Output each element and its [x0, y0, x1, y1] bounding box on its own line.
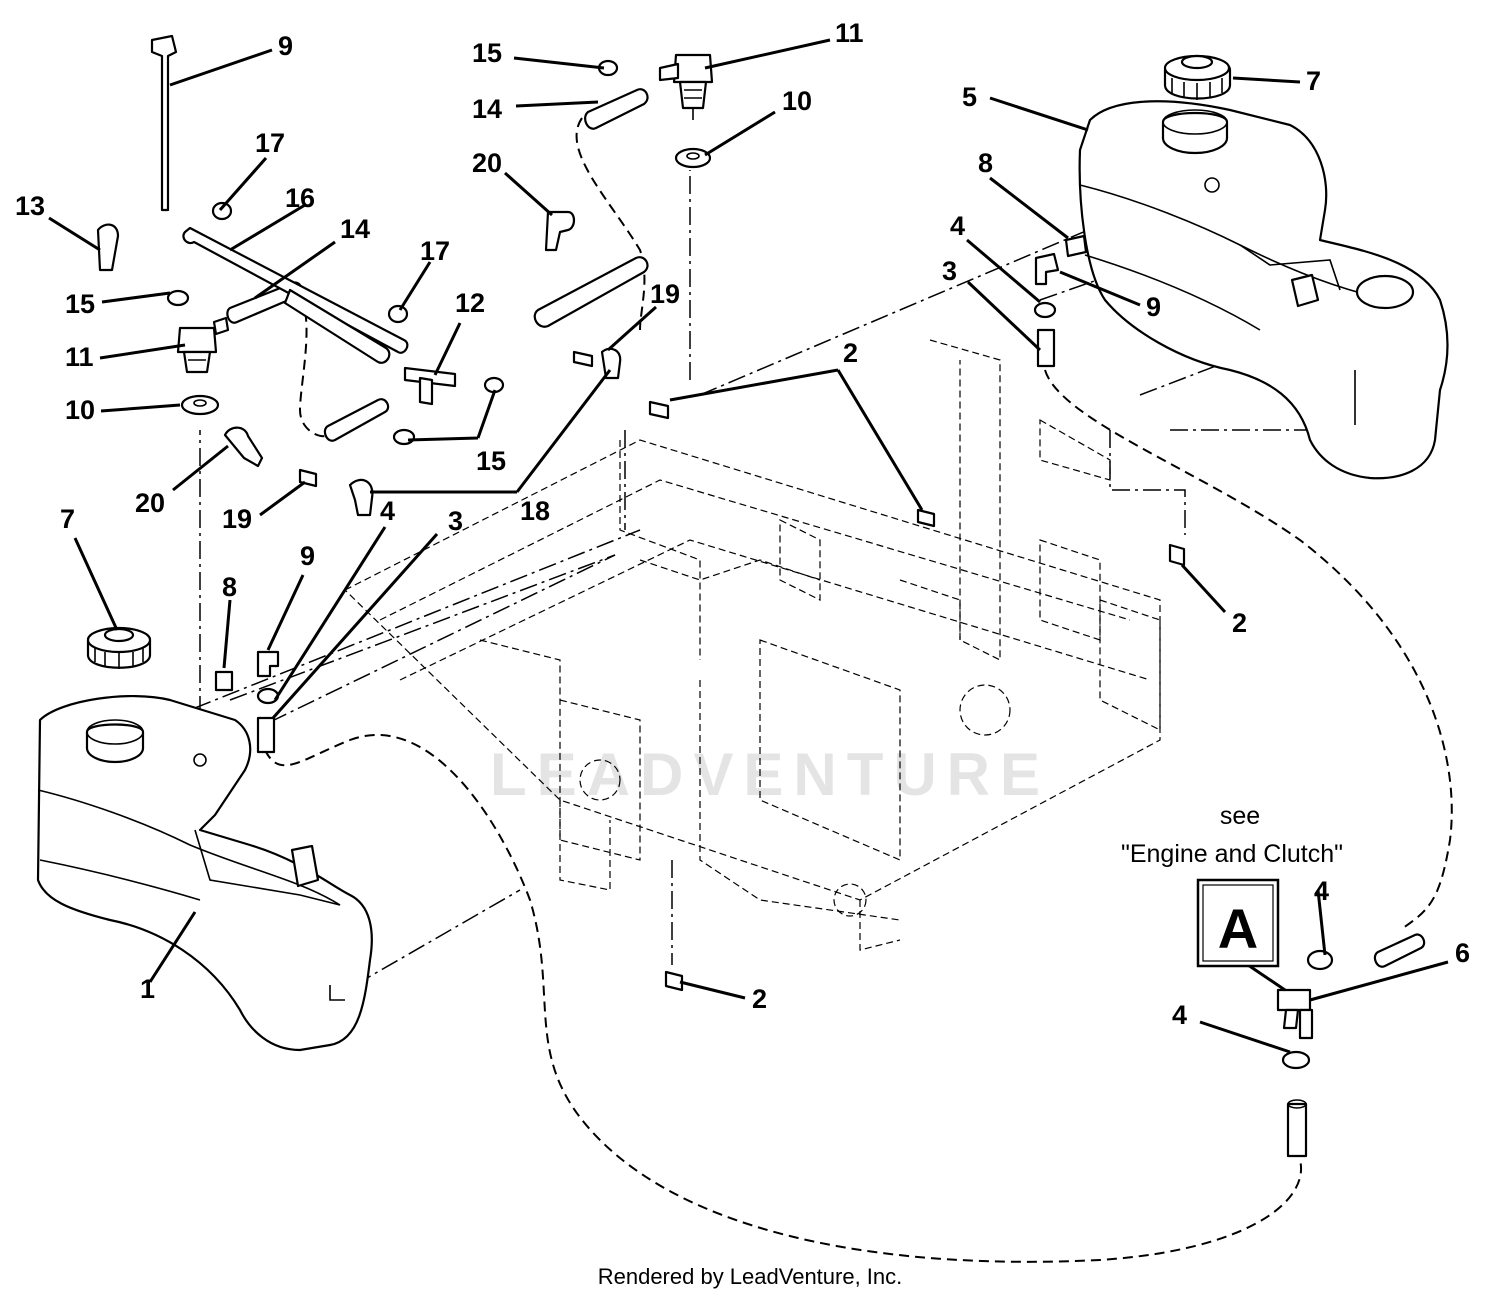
- callout-8: 8: [222, 572, 237, 602]
- callout-4: 4: [1172, 1000, 1187, 1030]
- callout-17: 17: [255, 128, 285, 158]
- hose-segments: [182, 88, 1426, 1158]
- fuel-cap-left: [86, 626, 152, 669]
- callout-20: 20: [135, 488, 165, 518]
- callout-3: 3: [448, 506, 463, 536]
- reference-note: see "Engine and Clutch" A: [1121, 802, 1343, 968]
- tee-fitting-12: [403, 366, 457, 406]
- tee-fitting-6: [1276, 988, 1314, 1040]
- callout-2: 2: [1232, 608, 1247, 638]
- callout-10: 10: [65, 395, 95, 425]
- leader-lines: [48, 38, 1449, 1054]
- callout-5: 5: [962, 82, 977, 112]
- callout-14: 14: [340, 214, 370, 244]
- callout-19: 19: [650, 279, 680, 309]
- callout-14: 14: [472, 94, 502, 124]
- callout-4: 4: [950, 211, 965, 241]
- callout-20: 20: [472, 148, 502, 178]
- callout-12: 12: [455, 288, 485, 318]
- callout-15: 15: [65, 289, 95, 319]
- callout-7: 7: [60, 504, 75, 534]
- callout-13: 13: [15, 191, 45, 221]
- callout-7: 7: [1306, 66, 1321, 96]
- callout-11: 11: [65, 342, 94, 372]
- chassis-frame: [343, 339, 1161, 951]
- centerlines: [164, 170, 1355, 986]
- callout-3: 3: [942, 256, 957, 286]
- reference-box: [1196, 878, 1280, 968]
- reference-box-letter: A: [1218, 897, 1258, 960]
- callout-numbers: 9 15 11 14 10 20 17 16 13 14 15 11 10 20…: [15, 18, 1470, 1030]
- callout-9: 9: [1146, 292, 1161, 322]
- callout-6: 6: [1455, 938, 1470, 968]
- callout-4: 4: [380, 496, 395, 526]
- callout-8: 8: [978, 148, 993, 178]
- callout-11: 11: [835, 18, 864, 48]
- valve-top: [658, 53, 714, 169]
- callout-15: 15: [472, 38, 502, 68]
- callout-16: 16: [285, 183, 315, 213]
- fuel-tank-right: [1078, 100, 1449, 480]
- callout-10: 10: [782, 86, 812, 116]
- valve-left: [176, 316, 230, 416]
- callout-9: 9: [278, 31, 293, 61]
- callout-17: 17: [420, 236, 450, 266]
- callout-18: 18: [520, 496, 550, 526]
- fuel-tank-left: [36, 694, 373, 1052]
- footer-credit: Rendered by LeadVenture, Inc.: [597, 1264, 903, 1289]
- callout-15: 15: [476, 446, 506, 476]
- reference-section: "Engine and Clutch": [1121, 840, 1343, 868]
- callout-9: 9: [300, 541, 315, 571]
- callout-1: 1: [140, 974, 155, 1004]
- fuel-hoses: [264, 117, 1453, 1263]
- fuel-cap-right: [1163, 54, 1232, 100]
- reference-see: see: [1220, 802, 1260, 830]
- callout-2: 2: [752, 984, 767, 1014]
- callout-2: 2: [843, 338, 858, 368]
- callout-19: 19: [222, 504, 252, 534]
- watermark: LEADVENTURE: [490, 741, 1050, 808]
- callout-4: 4: [1314, 876, 1329, 906]
- small-hardware: [96, 34, 1334, 1070]
